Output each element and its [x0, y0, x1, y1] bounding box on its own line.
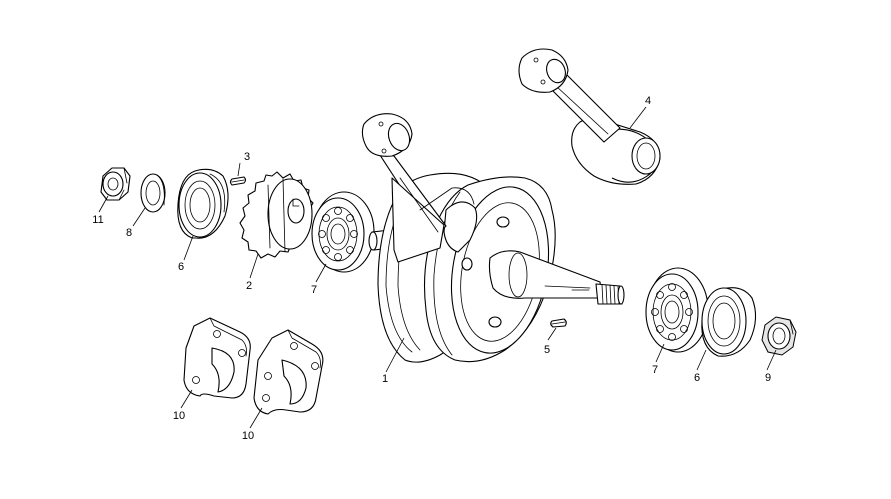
part-9-nut — [761, 316, 797, 356]
part-10-spacer-left — [183, 317, 251, 399]
part-3-woodruff-key — [229, 176, 247, 186]
part-6-oil-seal-right — [701, 287, 757, 357]
callout-11: 11 — [92, 214, 103, 226]
callout-5: 5 — [544, 344, 550, 356]
part-10-spacer-right — [253, 329, 324, 415]
callout-7-right: 7 — [652, 364, 658, 376]
leader-lines — [98, 106, 777, 429]
part-2-gear — [239, 171, 314, 259]
callout-1: 1 — [382, 373, 388, 385]
callout-6-right: 6 — [694, 372, 700, 384]
part-5-woodruff-key — [550, 318, 567, 328]
callout-labels: 11 8 6 3 2 7 1 4 5 7 6 9 10 10 — [92, 95, 771, 442]
part-8-washer — [140, 173, 166, 213]
part-7-ball-bearing-right — [645, 267, 709, 353]
callout-2: 2 — [246, 280, 252, 292]
callout-9: 9 — [765, 372, 771, 384]
part-1-crankshaft — [368, 172, 625, 363]
callout-10-left: 10 — [173, 410, 185, 422]
callout-6-left: 6 — [178, 261, 184, 273]
part-6-oil-seal-left — [177, 168, 229, 239]
callout-3: 3 — [244, 151, 250, 163]
callout-8: 8 — [126, 227, 132, 239]
callout-10-right: 10 — [242, 430, 254, 442]
part-1-connecting-rod — [361, 113, 475, 263]
callout-7-left: 7 — [311, 284, 317, 296]
callout-4: 4 — [645, 95, 651, 107]
part-11-nut — [100, 167, 131, 201]
part-7-ball-bearing-left — [311, 191, 375, 273]
part-4-connecting-rod — [518, 48, 661, 185]
